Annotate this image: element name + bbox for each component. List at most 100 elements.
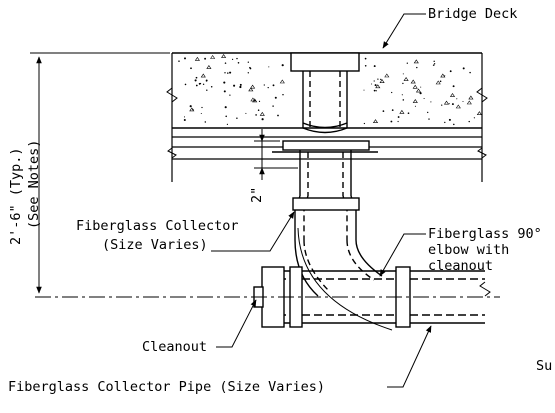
concrete-speck — [406, 62, 408, 64]
concrete-speck — [281, 64, 284, 67]
concrete-speck — [200, 82, 202, 85]
concrete-speck — [453, 123, 455, 126]
concrete-speck — [261, 118, 264, 121]
concrete-speck — [469, 71, 471, 74]
concrete-speck — [282, 93, 284, 96]
overall-dimension — [30, 52, 170, 294]
concrete-speck — [468, 120, 470, 123]
concrete-speck — [423, 97, 425, 100]
bridge-deck-label: Bridge Deck — [428, 6, 517, 22]
concrete-aggregate — [250, 84, 256, 89]
concrete-speck — [201, 106, 203, 109]
concrete-speck — [402, 82, 404, 85]
concrete-speck — [363, 89, 365, 91]
concrete-speck — [224, 62, 227, 64]
concrete-speck — [274, 96, 277, 99]
concrete-speck — [433, 63, 436, 65]
collector-leader — [211, 211, 295, 252]
concrete-speck — [204, 121, 207, 123]
concrete-speck — [195, 76, 198, 79]
concrete-aggregate — [379, 79, 385, 83]
concrete-speck — [204, 57, 207, 60]
concrete-speck — [229, 71, 232, 74]
concrete-aggregate — [384, 73, 390, 78]
concrete-speck — [255, 114, 257, 116]
concrete-speck — [184, 83, 187, 86]
cut-off-text: Su — [536, 358, 552, 374]
concrete-speck — [397, 116, 400, 118]
concrete-speck — [233, 84, 236, 87]
concrete-speck — [258, 100, 261, 103]
concrete-speck — [272, 84, 275, 87]
concrete-speck — [183, 118, 186, 122]
bridge-deck-leader — [382, 13, 426, 49]
concrete-speck — [254, 99, 256, 102]
deck-drain-pipe — [290, 52, 360, 134]
concrete-speck — [433, 60, 435, 63]
concrete-speck — [237, 62, 240, 64]
concrete-speck — [223, 81, 226, 84]
concrete-speck — [462, 67, 465, 70]
concrete-speck — [364, 57, 367, 60]
concrete-aggregate — [189, 107, 195, 112]
concrete-speck — [202, 83, 205, 86]
collector-pipe-leader — [387, 325, 432, 388]
concrete-speck — [210, 86, 213, 88]
concrete-aggregate — [403, 77, 409, 81]
concrete-speck — [420, 86, 422, 88]
concrete-speck — [239, 83, 242, 86]
concrete-speck — [229, 94, 231, 96]
concrete-speck — [239, 85, 242, 89]
concrete-speck — [397, 120, 399, 123]
concrete-speck — [249, 67, 252, 70]
concrete-speck — [374, 84, 377, 87]
concrete-speck — [462, 100, 464, 103]
concrete-aggregate — [466, 100, 472, 105]
concrete-aggregate — [455, 104, 461, 109]
concrete-speck — [364, 65, 367, 67]
concrete-speck — [391, 109, 394, 111]
concrete-aggregate — [399, 109, 405, 114]
concrete-speck — [226, 123, 228, 125]
concrete-speck — [227, 72, 229, 74]
concrete-speck — [263, 84, 265, 86]
concrete-speck — [407, 112, 410, 115]
small-dimension — [254, 129, 298, 180]
concrete-speck — [189, 105, 192, 108]
concrete-speck — [448, 118, 451, 121]
concrete-speck — [427, 111, 429, 114]
concrete-speck — [390, 120, 393, 123]
concrete-aggregate — [372, 119, 379, 123]
concrete-speck — [257, 109, 260, 111]
concrete-speck — [419, 92, 422, 95]
concrete-speck — [416, 66, 418, 69]
concrete-speck — [444, 121, 446, 124]
concrete-speck — [380, 78, 382, 81]
concrete-aggregate — [248, 87, 254, 92]
concrete-aggregate — [449, 93, 456, 97]
concrete-aggregate — [412, 99, 418, 103]
concrete-aggregate — [259, 111, 265, 116]
concrete-speck — [247, 61, 249, 63]
concrete-speck — [473, 117, 476, 119]
concrete-speck — [205, 80, 207, 82]
drain-collar — [272, 140, 378, 196]
concrete-aggregate — [252, 98, 258, 103]
concrete-aggregate — [410, 79, 416, 84]
concrete-speck — [371, 83, 373, 85]
concrete-speck — [268, 66, 270, 68]
dim-overall-text-1: 2'-6" (Typ.) — [8, 147, 24, 245]
concrete-aggregate — [206, 65, 212, 69]
concrete-speck — [428, 118, 430, 120]
concrete-aggregate — [221, 54, 227, 58]
dim-small-text: 2" — [249, 187, 265, 203]
elbow-leader — [379, 233, 426, 277]
concrete-speck — [414, 105, 416, 107]
cleanout-label: Cleanout — [142, 339, 207, 355]
concrete-speck — [231, 58, 234, 61]
concrete-speck — [247, 72, 249, 74]
concrete-speck — [194, 79, 197, 82]
concrete-speck — [195, 84, 198, 87]
concrete-speck — [267, 86, 269, 89]
concrete-speck — [430, 101, 432, 103]
